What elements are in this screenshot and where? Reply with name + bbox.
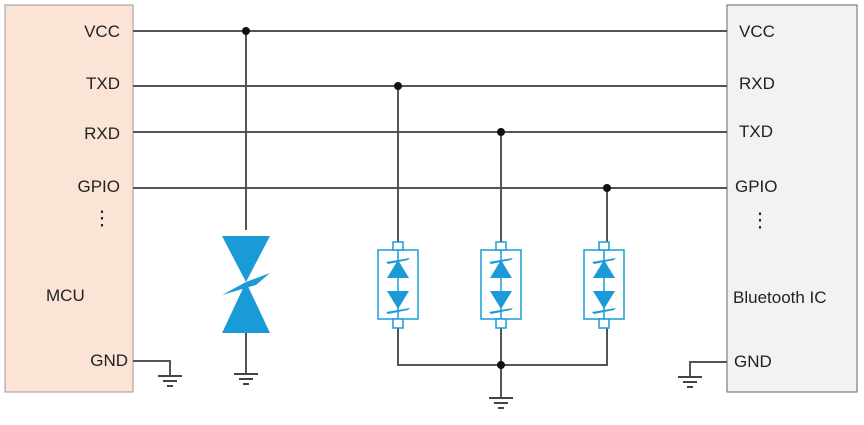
bt-pin-gpio: GPIO xyxy=(735,177,778,196)
bt-pin-gnd: GND xyxy=(734,352,772,371)
bt-pin-txd: TXD xyxy=(739,122,773,141)
mcu-pin-txd: TXD xyxy=(86,74,120,93)
bt-label: Bluetooth IC xyxy=(733,288,827,307)
bluetooth-block xyxy=(726,4,858,393)
bt-pin-rxd: RXD xyxy=(739,74,775,93)
ground-icon xyxy=(158,375,182,387)
mcu-pin-gpio: GPIO xyxy=(77,177,120,196)
ground-icon xyxy=(678,376,702,388)
ground-icon xyxy=(234,373,258,385)
ground-icons xyxy=(158,373,702,409)
mcu-ellipsis: ⋮ xyxy=(92,207,112,230)
mcu-pin-rxd: RXD xyxy=(84,124,120,143)
bt-ellipsis: ⋮ xyxy=(750,209,770,232)
bt-pin-vcc: VCC xyxy=(739,22,775,41)
esd-diode-array-icon xyxy=(377,241,419,329)
ground-icon xyxy=(489,397,513,409)
mcu-label: MCU xyxy=(46,286,85,305)
esd-diode-array-icon xyxy=(480,241,522,329)
mcu-block xyxy=(4,4,134,393)
tvs-diode-icon xyxy=(222,236,270,333)
esd-diode-array-icon xyxy=(583,241,625,329)
mcu-pin-vcc: VCC xyxy=(84,22,120,41)
mcu-pin-gnd: GND xyxy=(90,351,128,370)
